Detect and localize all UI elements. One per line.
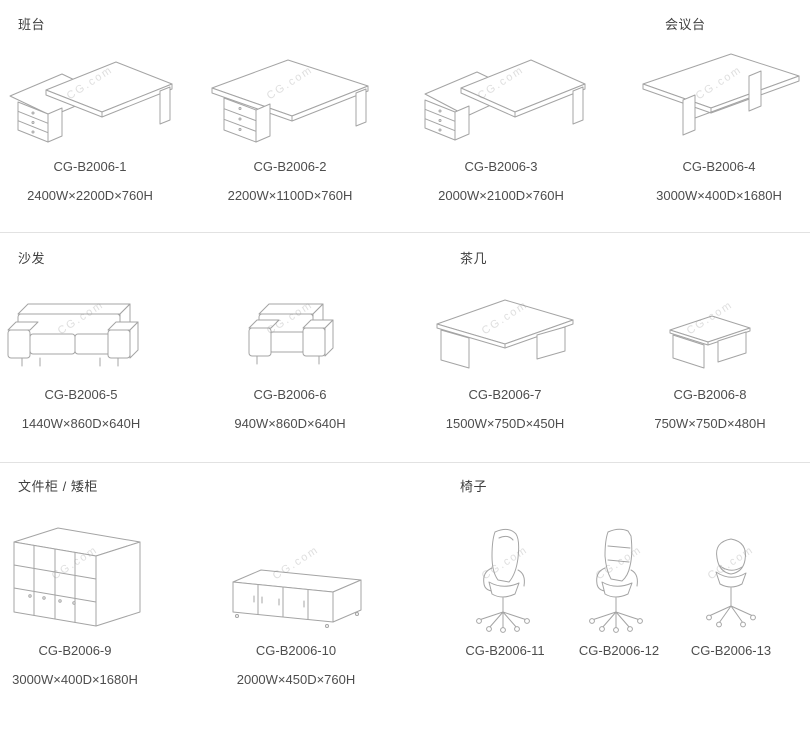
product-dims: 2200W×1100D×760H (227, 188, 353, 203)
product-drawing-area: CG.com (221, 516, 371, 634)
credenza-drawing (232, 569, 362, 628)
product-item: CG.com CG-B2006-7 1500W×750D×450H (420, 278, 590, 431)
product-item: CG.com CG-B2006-10 2000W×450D×760H (221, 516, 371, 687)
executive-desk-drawing (9, 61, 173, 143)
product-dims: 2400W×2200D×760H (27, 188, 153, 203)
product-item: CG.com CG-B2006-4 3000W×400D×1680H (629, 38, 809, 203)
section-heading-tea-table: 茶几 (460, 251, 488, 266)
section-divider (0, 232, 810, 233)
product-item: CG.com CG-B2006 (0, 278, 166, 431)
product-dims: 1440W×860D×640H (21, 416, 141, 431)
product-item: CG.com (559, 516, 679, 658)
product-drawing-area: CG.com (0, 516, 150, 634)
product-code: CG-B2006-5 (44, 387, 118, 402)
coffee-table-drawing (436, 299, 574, 369)
product-drawing-area: CG.com (629, 38, 809, 150)
product-drawing-area: CG.com (411, 38, 591, 150)
product-code: CG-B2006-7 (468, 387, 542, 402)
product-code: CG-B2006-4 (682, 159, 756, 174)
product-code: CG-B2006-9 (38, 643, 112, 658)
product-item: CG.com CG-B2006-1 2400W×2200D×760H (0, 38, 180, 203)
product-dims: 2000W×450D×760H (236, 672, 356, 687)
product-item: CG.com CG-B2006-13 (671, 516, 791, 658)
product-dims: 1500W×750D×450H (445, 416, 565, 431)
product-drawing-area: CG.com (205, 278, 375, 378)
product-dims: 940W×860D×640H (234, 416, 346, 431)
product-dims: 3000W×400D×1680H (656, 188, 782, 203)
side-table-drawing (669, 315, 751, 369)
product-code: CG-B2006-2 (253, 159, 327, 174)
product-dims: 750W×750D×480H (654, 416, 766, 431)
armchair-sofa-drawing (248, 303, 334, 365)
section-heading-conference-table: 会议台 (665, 17, 706, 32)
section-heading-chairs: 椅子 (460, 479, 488, 494)
section-heading-sofa: 沙发 (18, 251, 46, 266)
product-drawing-area: CG.com (0, 38, 180, 150)
bookcase-drawing (13, 527, 141, 627)
product-item: CG.com CG-B2006-9 3000W×400D×1680H (0, 516, 150, 687)
office-chair-drawing (589, 528, 643, 633)
section-heading-desks: 班台 (18, 17, 46, 32)
section-heading-cabinets: 文件柜 / 矮柜 (18, 479, 98, 494)
product-drawing-area: CG.com (445, 516, 565, 634)
product-code: CG-B2006-1 (53, 159, 127, 174)
product-code: CG-B2006-11 (465, 643, 545, 658)
executive-desk-drawing (211, 59, 369, 143)
product-drawing-area: CG.com (625, 278, 795, 378)
swivel-chair-drawing (706, 538, 756, 628)
product-drawing-area: CG.com (200, 38, 380, 150)
product-code: CG-B2006-6 (253, 387, 327, 402)
office-chair-drawing (476, 528, 530, 633)
product-item: CG.com CG-B2006-2 2200W×1100D×760H (200, 38, 380, 203)
conference-table-drawing (642, 53, 800, 136)
product-code: CG-B2006-8 (673, 387, 747, 402)
product-code: CG-B2006-12 (578, 643, 660, 658)
product-code: CG-B2006-13 (690, 643, 772, 658)
product-drawing-area: CG.com (671, 516, 791, 634)
product-dims: 2000W×2100D×760H (438, 188, 564, 203)
product-drawing-area: CG.com (420, 278, 590, 378)
product-item: CG.com CG-B2006 (445, 516, 565, 658)
sofa-drawing (7, 303, 139, 367)
product-code: CG-B2006-10 (255, 643, 337, 658)
executive-desk-drawing (424, 59, 586, 141)
product-drawing-area: CG.com (0, 278, 166, 378)
section-divider (0, 462, 810, 463)
product-item: CG.com CG-B2006-6 940W×860D×640H (205, 278, 375, 431)
product-dims: 3000W×400D×1680H (12, 672, 138, 687)
product-item: CG.com CG-B2006-3 2000W×2100D×760H (411, 38, 591, 203)
product-item: CG.com CG-B2006-8 750W×750D×480H (625, 278, 795, 431)
product-drawing-area: CG.com (559, 516, 679, 634)
product-code: CG-B2006-3 (464, 159, 538, 174)
